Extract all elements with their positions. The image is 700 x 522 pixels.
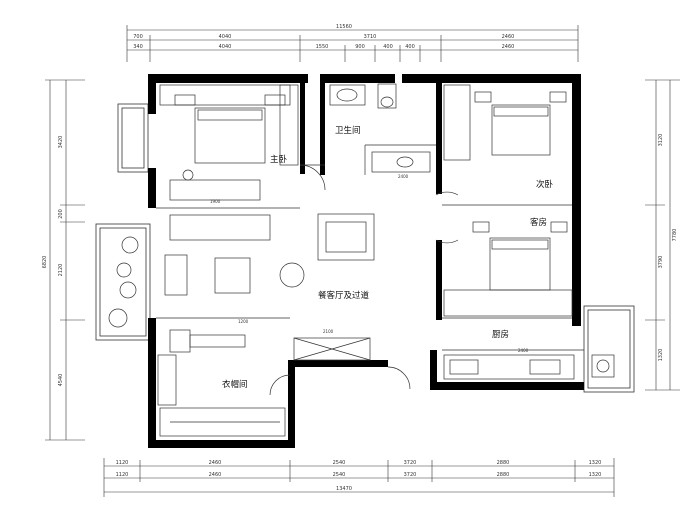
fixture-label-5: 2400 bbox=[518, 348, 529, 353]
dim-top-r3-5: 400 bbox=[405, 44, 415, 50]
dim-top-overall: 11560 bbox=[336, 24, 352, 30]
fixture-label-1: 1900 bbox=[210, 199, 221, 204]
dim-top-r3-1: 4040 bbox=[219, 44, 232, 50]
room-label-second-bedroom: 次卧 bbox=[536, 179, 554, 190]
dim-bottom-r2-4: 2880 bbox=[497, 472, 510, 478]
room-label-cloakroom: 衣帽间 bbox=[222, 379, 248, 390]
room-label-guest-room: 客房 bbox=[530, 217, 547, 228]
kitchen-fixtures bbox=[443, 354, 615, 380]
dim-bottom-r2-5: 1320 bbox=[589, 472, 602, 478]
dim-right-overall: 7780 bbox=[672, 229, 678, 242]
dim-left-0: 3420 bbox=[58, 136, 64, 149]
room-label-bathroom: 卫生间 bbox=[335, 125, 361, 136]
dim-top-r2-2: 3710 bbox=[364, 34, 377, 40]
master-bed bbox=[159, 84, 299, 201]
dim-bottom-r1-4: 2880 bbox=[497, 460, 510, 466]
bathroom-fixtures bbox=[299, 83, 431, 191]
bottom-dimensions bbox=[103, 458, 615, 497]
interior-lines bbox=[156, 144, 584, 351]
dim-top-r3-2: 1550 bbox=[316, 44, 329, 50]
dim-bottom-r2-2: 2540 bbox=[333, 472, 346, 478]
room-label-kitchen: 厨房 bbox=[492, 329, 509, 340]
dim-bottom-r1-5: 1320 bbox=[589, 460, 602, 466]
cloakroom-furniture bbox=[157, 329, 291, 437]
dim-bottom-r2-3: 3720 bbox=[404, 472, 417, 478]
dim-right-0: 3120 bbox=[658, 134, 664, 147]
dim-left-1: 200 bbox=[58, 209, 64, 219]
dim-left-overall: 6820 bbox=[42, 256, 48, 269]
dim-top-r3-3: 900 bbox=[355, 44, 365, 50]
dim-bottom-r1-3: 3720 bbox=[404, 460, 417, 466]
fixture-label-3: 1200 bbox=[238, 319, 249, 324]
dim-top-r3-6: 2460 bbox=[502, 44, 515, 50]
dim-top-r2-1: 4040 bbox=[219, 34, 232, 40]
dim-right-1: 3790 bbox=[658, 256, 664, 269]
dim-left-2: 2120 bbox=[58, 264, 64, 277]
dim-bottom-r1-2: 2540 bbox=[333, 460, 346, 466]
guest-bed bbox=[435, 221, 573, 317]
right-dimensions bbox=[645, 79, 680, 391]
walls bbox=[148, 74, 584, 448]
dim-bottom-r2-1: 2460 bbox=[209, 472, 222, 478]
dim-top-r2-0: 700 bbox=[133, 34, 143, 40]
fixture-label-4: 2100 bbox=[323, 329, 334, 334]
dim-bottom-r1-1: 2460 bbox=[209, 460, 222, 466]
second-bed bbox=[435, 84, 567, 196]
fixture-label-2: 2400 bbox=[398, 174, 409, 179]
room-label-dining-living: 餐客厅及过道 bbox=[318, 290, 370, 301]
dim-top-r3-0: 340 bbox=[133, 44, 143, 50]
dim-top-r3-4: 400 bbox=[383, 44, 393, 50]
dim-bottom-r2-0: 1120 bbox=[116, 472, 129, 478]
dim-left-3: 4540 bbox=[58, 374, 64, 387]
top-dimensions bbox=[126, 25, 579, 62]
dim-right-2: 1320 bbox=[658, 349, 664, 362]
living-furniture bbox=[108, 213, 375, 328]
dim-bottom-overall: 13470 bbox=[336, 486, 352, 492]
room-label-master-bedroom: 主卧 bbox=[270, 154, 288, 165]
dim-bottom-r1-0: 1120 bbox=[116, 460, 129, 466]
left-dimensions bbox=[45, 79, 85, 441]
balconies bbox=[95, 103, 635, 393]
corridor-cabinet bbox=[293, 337, 411, 390]
dim-top-r2-3: 2460 bbox=[502, 34, 515, 40]
